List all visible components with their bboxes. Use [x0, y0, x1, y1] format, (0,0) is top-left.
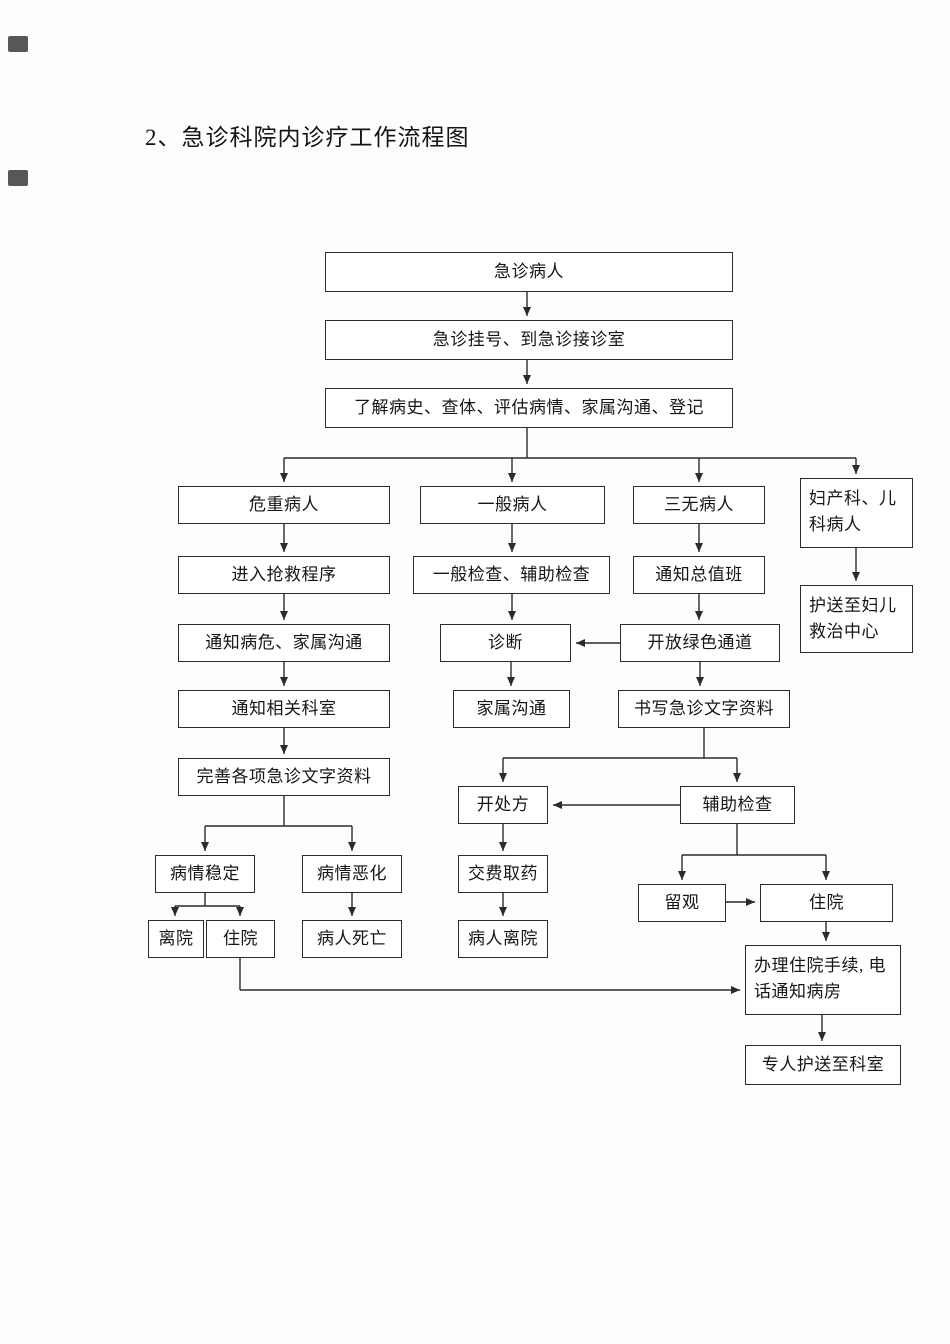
node-complete-docs: 完善各项急诊文字资料: [178, 758, 390, 796]
node-prescription: 开处方: [458, 786, 548, 824]
node-sanwu: 三无病人: [633, 486, 765, 524]
node-family-comm: 家属沟通: [453, 690, 570, 728]
node-aux-exam: 辅助检查: [680, 786, 795, 824]
node-patient-leave: 病人离院: [458, 920, 548, 958]
node-observation: 留观: [638, 884, 726, 922]
node-notify-duty: 通知总值班: [633, 556, 765, 594]
flow-connectors: [171, 292, 860, 1041]
node-notify-depts: 通知相关科室: [178, 690, 390, 728]
node-stable: 病情稳定: [155, 855, 255, 893]
node-escort-dept: 专人护送至科室: [745, 1045, 901, 1085]
scan-artifact: [8, 36, 28, 52]
node-admission-procedure: 办理住院手续, 电话通知病房: [745, 945, 901, 1015]
node-notify-critical: 通知病危、家属沟通: [178, 624, 390, 662]
node-admit: 住院: [206, 920, 275, 958]
node-pay-medicine: 交费取药: [458, 855, 548, 893]
node-register: 急诊挂号、到急诊接诊室: [325, 320, 733, 360]
node-patient: 急诊病人: [325, 252, 733, 292]
node-escort-center: 护送至妇儿救治中心: [800, 585, 913, 653]
node-assess: 了解病史、查体、评估病情、家属沟通、登记: [325, 388, 733, 428]
node-worsen: 病情恶化: [302, 855, 402, 893]
node-rescue: 进入抢救程序: [178, 556, 390, 594]
node-general-exam: 一般检查、辅助检查: [413, 556, 610, 594]
node-write-docs: 书写急诊文字资料: [618, 690, 790, 728]
node-critical: 危重病人: [178, 486, 390, 524]
node-obgyn: 妇产科、儿科病人: [800, 478, 913, 548]
node-discharge: 离院: [148, 920, 204, 958]
page-title: 2、急诊科院内诊疗工作流程图: [145, 125, 470, 150]
node-diagnosis: 诊断: [440, 624, 571, 662]
node-green-channel: 开放绿色通道: [620, 624, 780, 662]
node-death: 病人死亡: [302, 920, 402, 958]
node-general: 一般病人: [420, 486, 605, 524]
node-admit2: 住院: [760, 884, 893, 922]
scan-artifact: [8, 170, 28, 186]
